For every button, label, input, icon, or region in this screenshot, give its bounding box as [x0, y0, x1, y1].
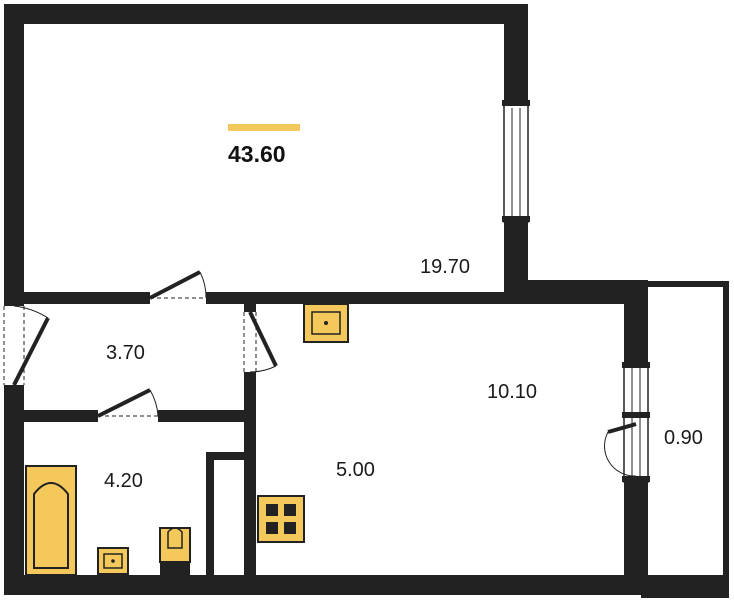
doors: [3, 270, 637, 477]
stove-icon: [257, 495, 305, 543]
wall-outer-top: [4, 4, 528, 24]
wall-outer-left-lower: [4, 385, 24, 595]
total-area-label: 43.60: [228, 141, 286, 167]
wall-hall-kitchen-bottom: [244, 372, 256, 575]
total-area-accent: [228, 124, 300, 131]
wall-outer-right-top: [504, 4, 528, 102]
room-area-living-room: 19.70: [420, 256, 470, 278]
wall-niche-left: [206, 452, 214, 575]
toilet-icon: [159, 527, 191, 576]
fixtures: [25, 303, 349, 576]
wall-outer-left: [4, 4, 24, 306]
sink-icon: [97, 547, 129, 575]
room-area-bathroom: 4.20: [104, 470, 143, 492]
wall-hall-kitchen-top: [244, 304, 256, 312]
wall-middle-horizontal-right: [206, 292, 516, 304]
sink-icon: [303, 303, 349, 343]
windows: [502, 100, 650, 483]
wall-hall-bath-left: [24, 410, 98, 422]
door-icon: [3, 305, 50, 386]
window-icon: [502, 100, 530, 223]
room-area-kitchen: 10.10: [487, 381, 537, 403]
room-area-hallway: 3.70: [106, 342, 145, 364]
wall-outer-bottom: [4, 575, 724, 595]
wall-middle-horizontal-left: [4, 292, 150, 304]
bathtub-icon: [25, 465, 77, 576]
door-icon: [97, 388, 159, 418]
room-area-kitchen-niche: 5.00: [336, 459, 375, 481]
wall-step: [504, 280, 644, 304]
window-icon: [622, 362, 650, 483]
door-icon: [243, 311, 278, 373]
room-area-balcony: 0.90: [664, 427, 703, 449]
wall-hall-bath-right: [158, 410, 254, 422]
door-icon: [149, 270, 207, 300]
door-icon: [604, 422, 637, 477]
wall-niche-top: [206, 452, 250, 460]
walls: [4, 4, 729, 598]
